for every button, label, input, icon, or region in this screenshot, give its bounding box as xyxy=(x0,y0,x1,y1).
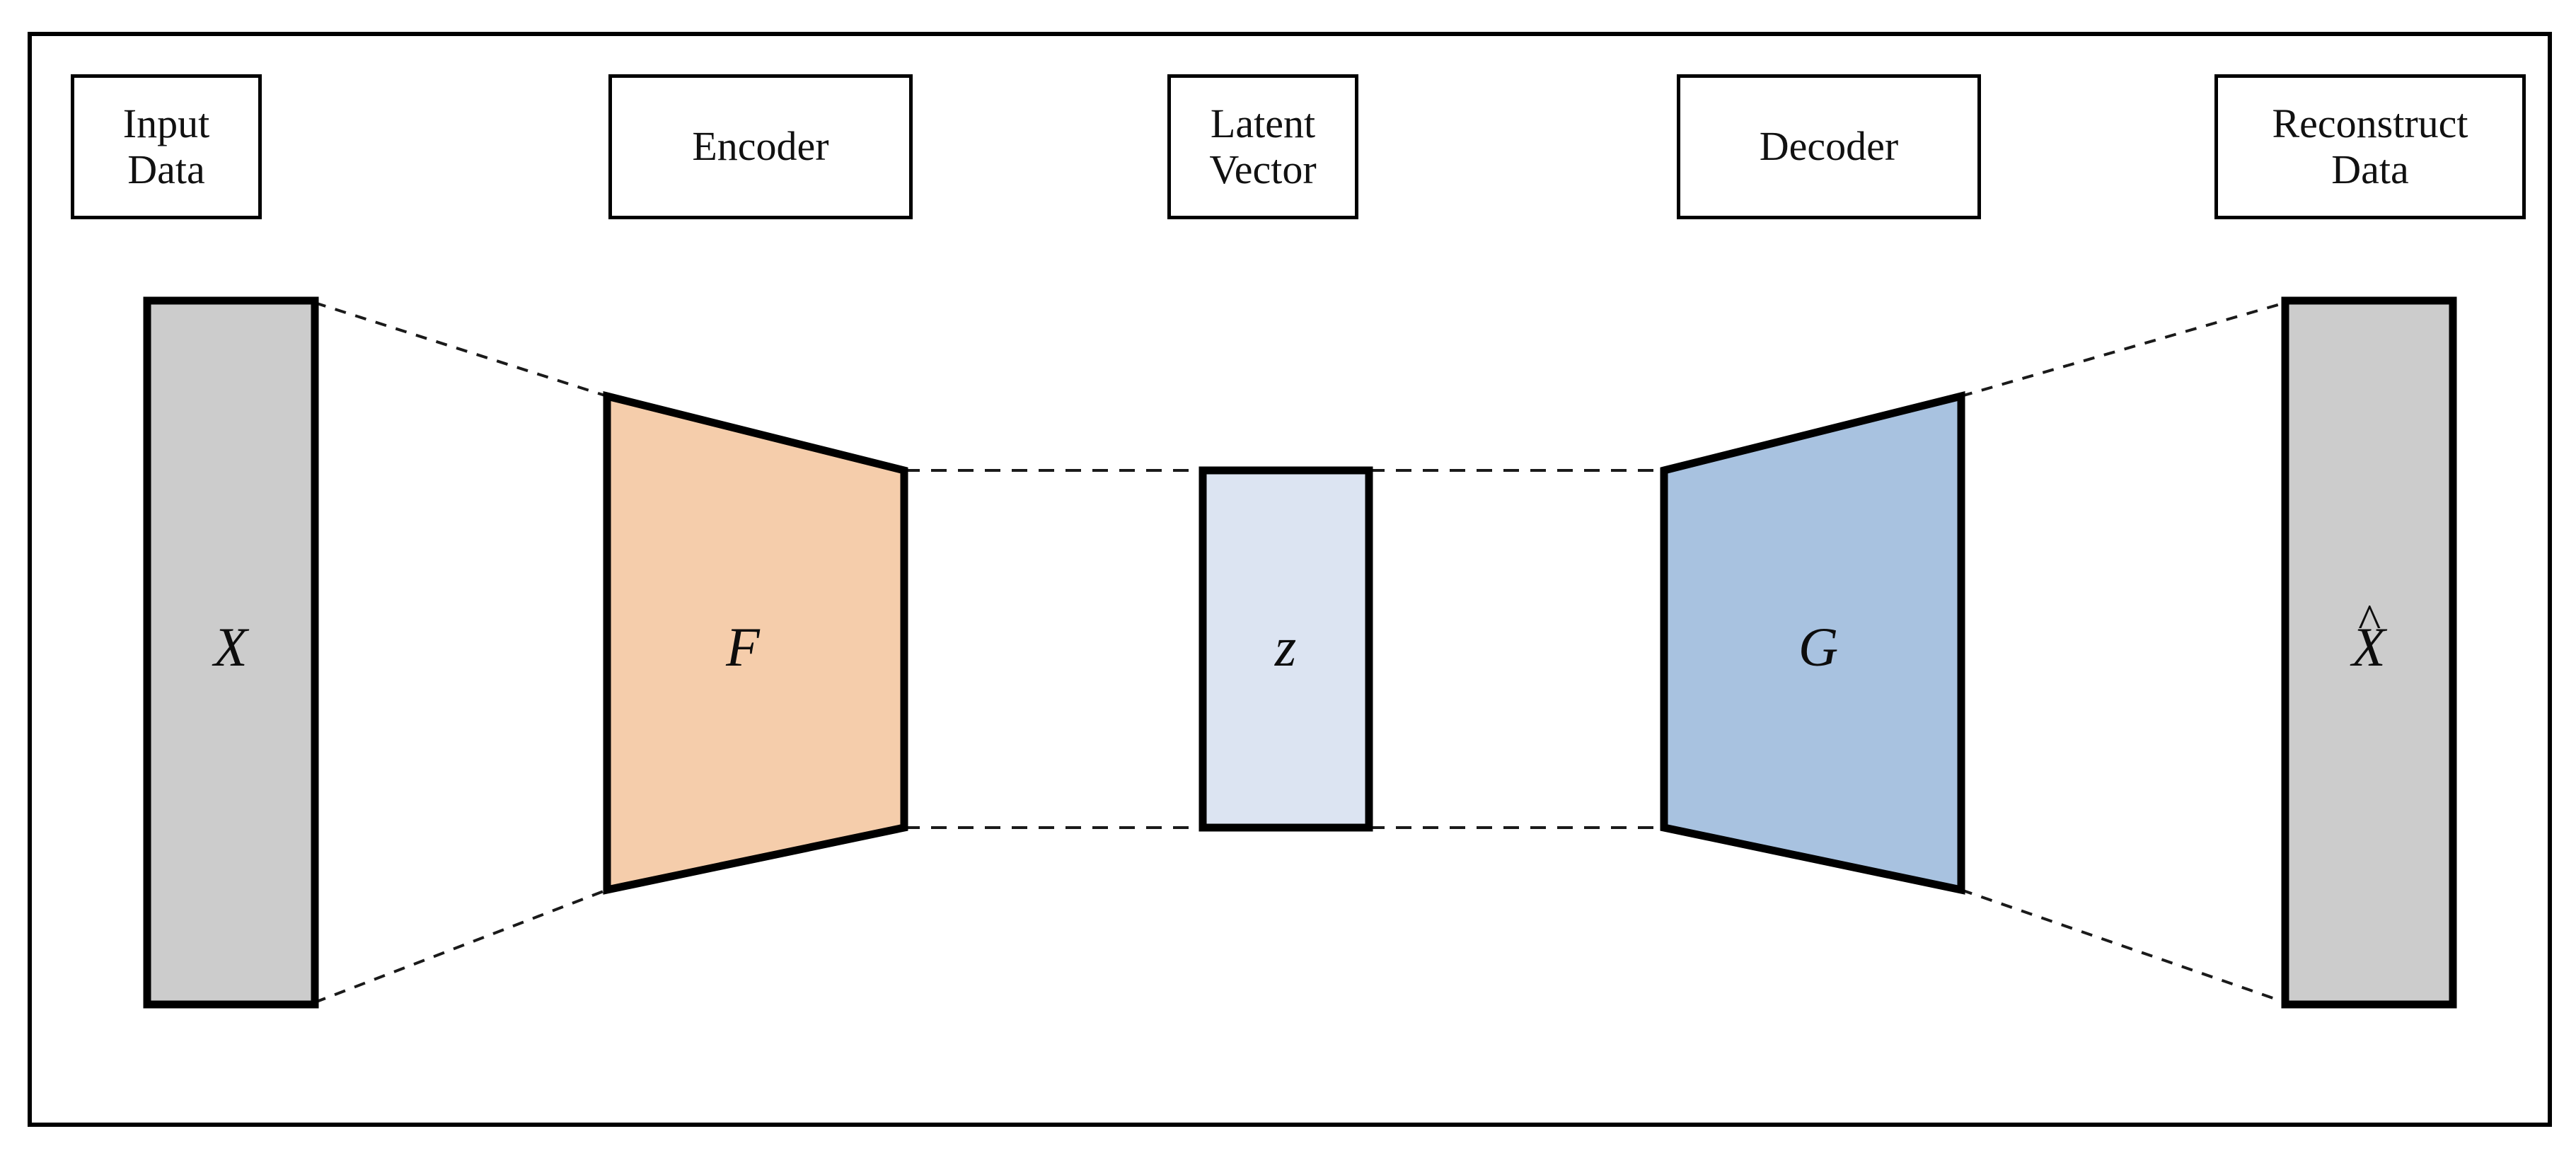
reconstruct-data-block xyxy=(2281,296,2457,1009)
symbol-encoder-f-text: F xyxy=(726,616,760,678)
label-input-data: Input Data xyxy=(122,100,210,192)
symbol-input-x-text: X xyxy=(214,616,248,678)
x-hat-wrapper: ^ X xyxy=(2352,597,2386,675)
label-box-latent-vector: Latent Vector xyxy=(1167,74,1358,219)
encoder-block xyxy=(603,390,908,895)
symbol-decoder-g-text: G xyxy=(1798,616,1839,678)
circumflex-accent: ^ xyxy=(2358,594,2381,649)
connector-reconstruct-bottom xyxy=(1960,888,2286,1004)
decoder-block xyxy=(1660,390,1965,895)
symbol-decoder-g: G xyxy=(1798,620,1838,675)
connector-input-top xyxy=(314,301,608,398)
label-box-encoder: Encoder xyxy=(608,74,913,219)
connector-input-bottom xyxy=(314,888,608,1004)
symbol-reconstruct-x-text: X xyxy=(2352,616,2386,678)
label-box-input-data: Input Data xyxy=(71,74,262,219)
symbol-latent-z: z xyxy=(1275,620,1296,675)
connector-reconstruct-top xyxy=(1960,301,2286,398)
input-data-block xyxy=(143,296,319,1009)
symbol-input-x: X xyxy=(214,620,248,675)
symbol-latent-z-text: z xyxy=(1274,616,1297,678)
symbol-reconstruct-x-hat: ^ X xyxy=(2352,597,2386,675)
label-reconstruct-data: Reconstruct Data xyxy=(2272,100,2468,192)
symbol-encoder-f: F xyxy=(726,620,760,675)
label-box-reconstruct-data: Reconstruct Data xyxy=(2214,74,2526,219)
label-latent-vector: Latent Vector xyxy=(1209,100,1317,192)
label-encoder: Encoder xyxy=(692,123,829,170)
label-box-decoder: Decoder xyxy=(1677,74,1981,219)
label-decoder: Decoder xyxy=(1759,123,1899,170)
latent-vector-block xyxy=(1199,466,1373,832)
